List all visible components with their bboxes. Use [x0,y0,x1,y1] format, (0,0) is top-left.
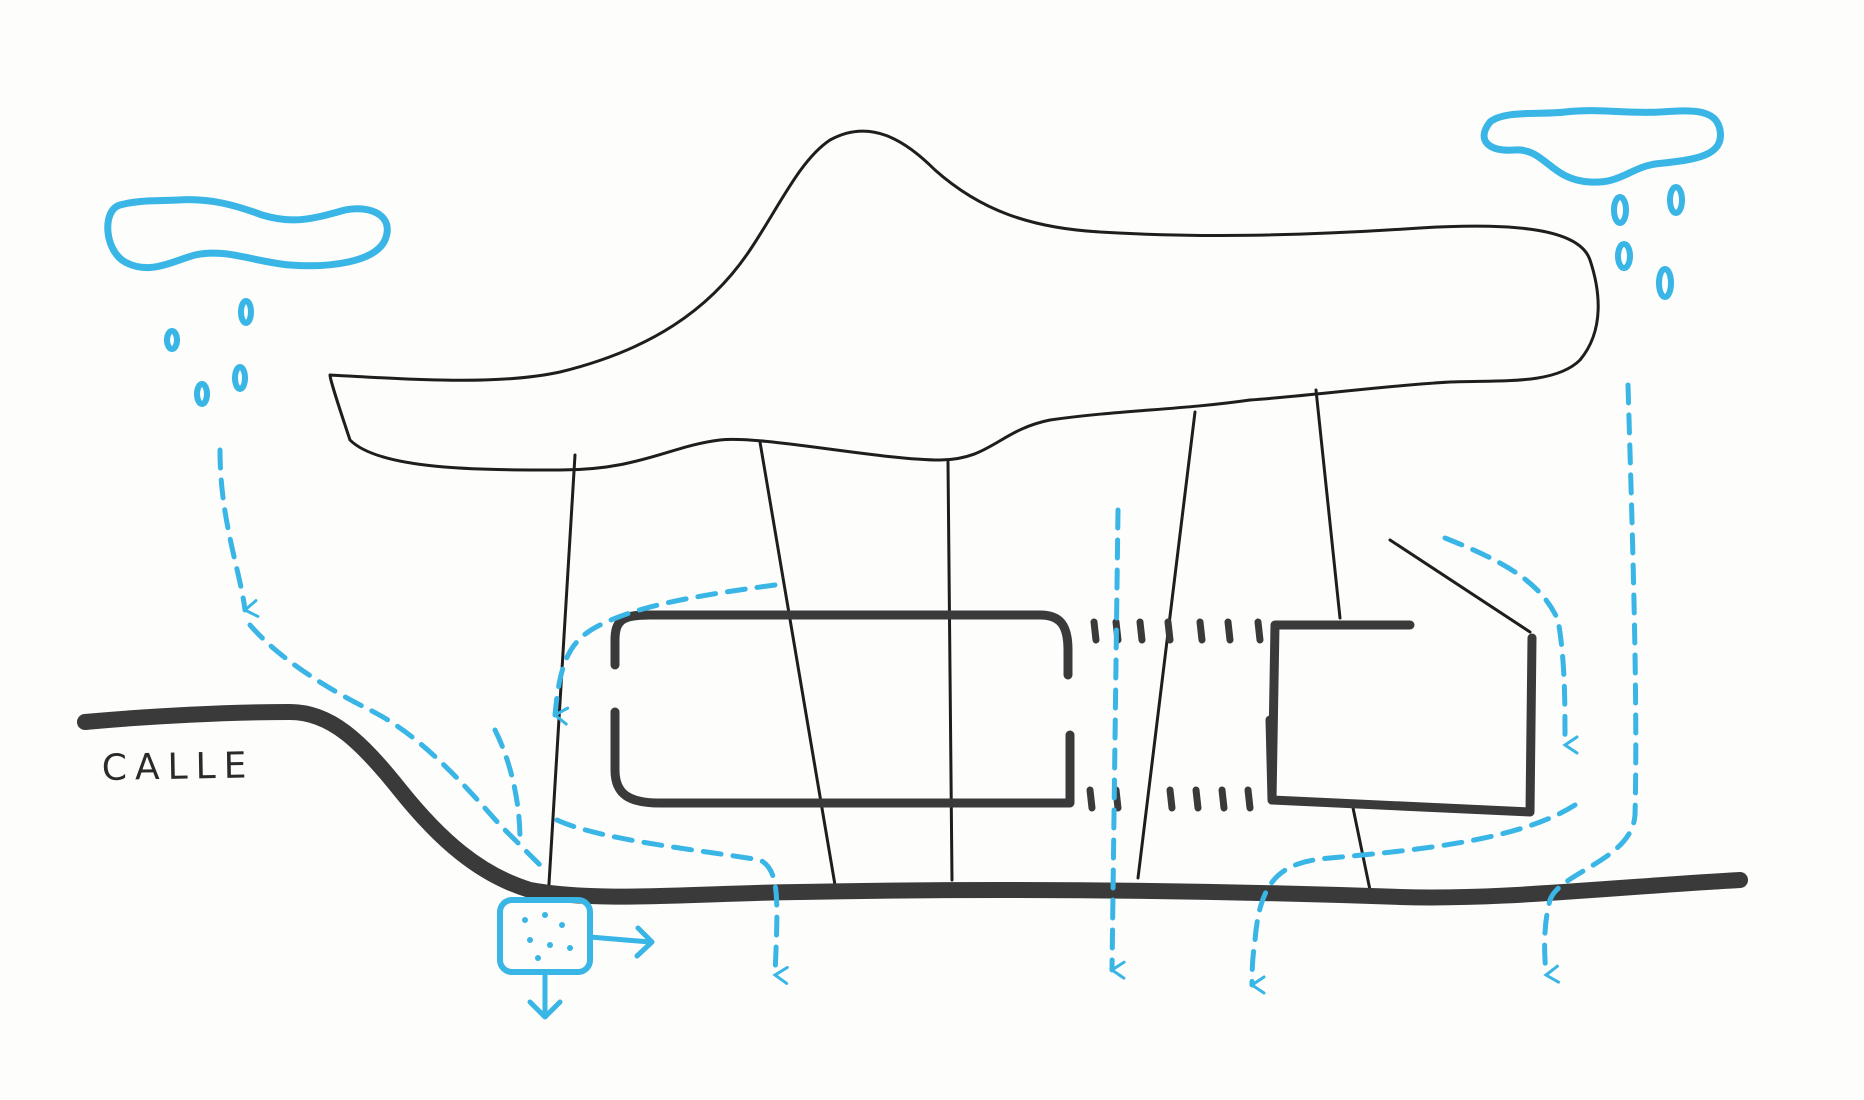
column-6 [1350,801,1372,892]
support-columns [546,388,1532,902]
under-volume-left [492,727,523,843]
ground-line [77,704,1748,906]
volume-left-top [610,610,1073,680]
water-flow [217,382,1639,995]
roof-collection-right [1442,535,1579,755]
rain-cloud-icon [1480,107,1724,186]
rain-cloud-icon [104,196,391,272]
runoff-right-lower [1249,802,1578,995]
runoff-far-right [1542,382,1639,984]
raindrop-icon [1611,184,1685,300]
ground-infiltration-a [554,817,789,985]
raindrop-icon [164,298,254,407]
arrow-down-icon [527,969,563,1020]
rain-cloud-right [1480,107,1724,300]
column-5 [1314,388,1342,620]
arrow-right-icon [587,925,655,959]
volume-right-lower-joint [1265,715,1277,805]
column-2 [758,440,837,887]
rain-cloud-left [104,196,391,407]
roof-collection-left [552,582,778,726]
volume-right [1267,620,1537,817]
column-3 [946,460,954,882]
runoff-left [217,447,260,618]
connection-dashes [1086,618,1264,812]
column-4 [1136,410,1197,880]
inclined-wall [1388,538,1532,634]
infiltration-well [497,897,655,1020]
street-label: CALLE [101,745,254,789]
canopy-roof [328,129,1600,472]
volume-left-bottom [610,707,1075,808]
building-volumes [610,610,1537,817]
runoff-street [247,622,548,873]
central-drip [1109,507,1126,980]
